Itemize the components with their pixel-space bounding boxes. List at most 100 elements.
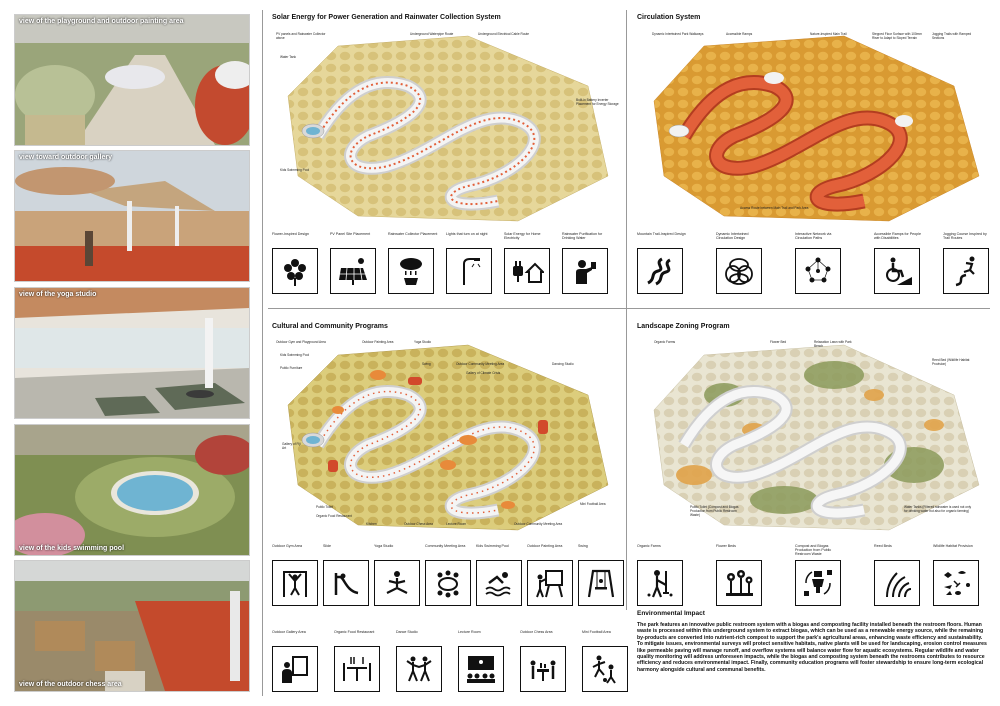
icon-label: Organic Food Restaurant <box>334 630 375 634</box>
drinking-water-icon <box>562 248 608 294</box>
circulation-label: Stepped Floor Surface with 100mm Riser t… <box>872 32 922 40</box>
circulation-label: Access Route between Main Trail and Park… <box>740 206 809 210</box>
cultural-label: Swing <box>422 362 431 366</box>
cultural-label: Yoga Studio <box>414 340 432 344</box>
environmental-impact-title: Environmental Impact <box>637 610 705 617</box>
photo-caption: view toward outdoor gallery <box>19 154 112 161</box>
gallery-render <box>15 151 249 281</box>
chess-icon <box>520 646 566 692</box>
photo-yoga-studio: view of the yoga studio <box>14 287 250 419</box>
farmer-icon <box>637 560 683 606</box>
pool-render <box>15 425 249 555</box>
wheelchair-ramp-icon <box>874 248 920 294</box>
solar-icon-item: PV Panel Site Placement <box>330 232 380 294</box>
photo-chess-area: view of the outdoor chess area <box>14 560 250 692</box>
cultural-label: Dancing Studio <box>552 362 574 366</box>
swimmer-icon <box>476 560 522 606</box>
landscape-site-plan <box>653 344 980 531</box>
gym-icon <box>272 560 318 606</box>
icon-label: Outdoor Painting Area <box>527 544 563 548</box>
solar-icon-item: Solar Energy for Home Electricity <box>504 232 554 294</box>
solar-icon-item: Flower-Inspired Design <box>272 232 322 294</box>
solar-label: Kids Swimming Pool <box>280 168 310 172</box>
icon-label: Flower Beds <box>716 544 736 548</box>
circulation-icon-item: Jogging Course Inspired by Trail Routes <box>943 232 993 294</box>
photo-caption: view of the playground and outdoor paint… <box>19 18 184 25</box>
landscape-icon-item: Flower Beds <box>716 544 766 606</box>
landscape-icon-item: Compost and Biogas Production from Publi… <box>795 544 845 606</box>
icon-label: Rainwater Purification for Drinking Wate… <box>562 232 603 241</box>
solar-site-plan <box>287 35 609 222</box>
cultural-label: Public Toilet <box>316 505 333 509</box>
icon-label: Slide <box>323 544 331 548</box>
cultural-icon-item: Outdoor Gym Area <box>272 544 322 606</box>
landscape-label: Flower Bed <box>770 340 787 344</box>
solar-label: Underground Waterpipe Route <box>410 32 454 36</box>
landscape-label: Organic Farms <box>654 340 676 344</box>
circulation-label: Dynamic Intertwined Park Walkways <box>652 32 704 36</box>
landscape-icon-item: Wildlife Habitat Provision <box>933 544 983 606</box>
intertwined-loops-icon <box>716 248 762 294</box>
icon-label: Jogging Course Inspired by Trail Routes <box>943 232 987 241</box>
easel-icon <box>527 560 573 606</box>
circulation-label: Nature-Inspired Main Trail <box>810 32 847 36</box>
icon-label: Interactive Network via Circulation Path… <box>795 232 832 241</box>
gallery-icon <box>272 646 318 692</box>
meeting-table-icon <box>425 560 471 606</box>
flowers-icon <box>716 560 762 606</box>
icon-label: Mountain Trail-Inspired Design <box>637 232 686 236</box>
cultural-icon-item: Outdoor Gallery Area <box>272 630 322 692</box>
environmental-impact-text: The park features an innovative public r… <box>637 622 987 673</box>
icon-label: Compost and Biogas Production from Publi… <box>795 544 832 557</box>
icon-label: Mini Football Area <box>582 630 611 634</box>
photo-playground: view of the playground and outdoor paint… <box>14 14 250 146</box>
dance-icon <box>396 646 442 692</box>
icon-label: Kids Swimming Pool <box>476 544 509 548</box>
icon-label: Reed Beds <box>874 544 892 548</box>
circulation-icon-item: Accessible Ramps for People with Disabil… <box>874 232 924 294</box>
cultural-icon-item: Outdoor Painting Area <box>527 544 577 606</box>
landscape-icon-item: Reed Beds <box>874 544 924 606</box>
swing-icon <box>578 560 624 606</box>
column-divider-center <box>626 10 627 610</box>
mountain-trail-icon <box>637 248 683 294</box>
landscape-label: Reed Bed (Wildlife Habitat Provision) <box>932 358 970 366</box>
landscape-label: Public Toilet (Compost and Biogas Produc… <box>690 505 739 517</box>
wildlife-icon <box>933 560 979 606</box>
people-network-icon <box>795 248 841 294</box>
cultural-icon-item: Kids Swimming Pool <box>476 544 526 606</box>
cultural-label: Organic Food Restaurant <box>316 514 352 518</box>
icon-label: Swing <box>578 544 588 548</box>
icon-label: Dynamic Intertwined Circulation Design <box>716 232 749 241</box>
icon-label: Outdoor Gallery Area <box>272 630 306 634</box>
landscape-label: Relaxation Lawn with Park Bench <box>814 340 852 348</box>
photo-caption: view of the yoga studio <box>19 291 97 298</box>
cultural-label: Mini Football Area <box>580 502 606 506</box>
restaurant-icon <box>334 646 380 692</box>
cultural-label: Outdoor Community Meeting Area <box>514 522 563 526</box>
cultural-label: Gallery of Climate Crisis <box>466 371 501 375</box>
icon-label: Flower-Inspired Design <box>272 232 309 236</box>
column-divider-left <box>262 10 263 696</box>
cultural-icon-item: Lecture Room <box>458 630 508 692</box>
icon-label: PV Panel Site Placement <box>330 232 371 236</box>
icon-label: Accessible Ramps for People with Disabil… <box>874 232 921 241</box>
cultural-label: Outdoor Community Meeting Area <box>456 362 505 366</box>
circulation-icon-item: Dynamic Intertwined Circulation Design <box>716 232 766 294</box>
solar-label: Water Tank <box>280 55 296 59</box>
icon-label: Organic Farms <box>637 544 661 548</box>
circulation-site-plan <box>653 35 980 222</box>
solar-icon-item: Rainwater Collector Placement <box>388 232 438 294</box>
circulation-section-title: Circulation System <box>637 14 701 21</box>
cultural-site-plan <box>287 344 609 531</box>
cultural-icon-item: Yoga Studio <box>374 544 424 606</box>
playground-render <box>15 15 249 145</box>
yoga-icon <box>374 560 420 606</box>
icon-label: Dance Studio <box>396 630 418 634</box>
solar-label: Underground Electrical Cable Route <box>478 32 530 36</box>
solar-icon-item: Rainwater Purification for Drinking Wate… <box>562 232 612 294</box>
cultural-label: Outdoor Painting Area <box>362 340 394 344</box>
cultural-icon-item: Dance Studio <box>396 630 446 692</box>
landscape-label: Water Tanks (Filtered rainwater is used … <box>904 505 972 513</box>
photo-kids-pool: view of the kids swimming pool <box>14 424 250 556</box>
